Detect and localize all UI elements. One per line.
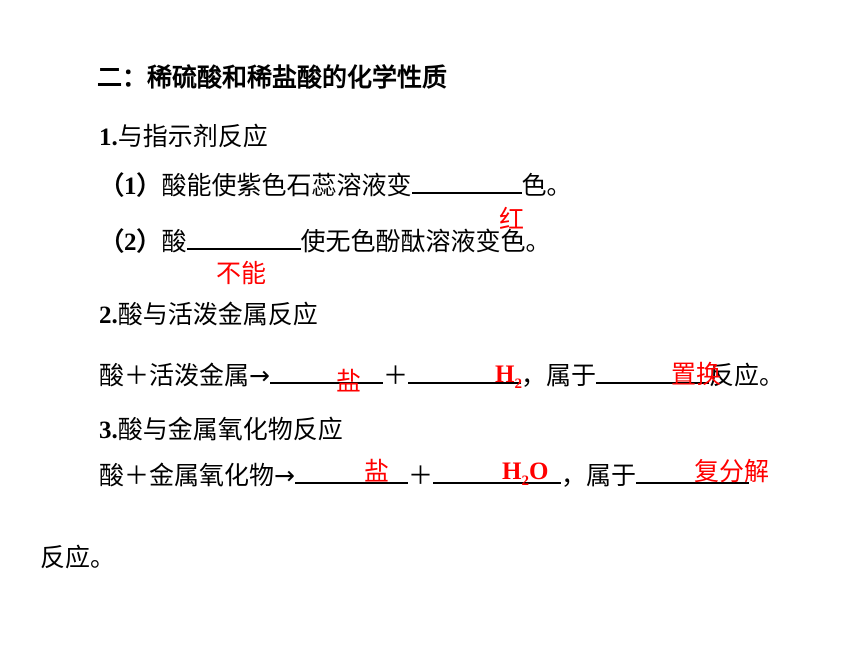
section-heading: 二：稀硫酸和稀盐酸的化学性质 [97, 63, 448, 92]
item1-text-before: 酸能使紫色石蕊溶液变 [161, 171, 412, 200]
section2-type-blank[interactable] [595, 356, 709, 384]
item1-blank[interactable] [411, 166, 522, 194]
section2-title-text: 酸与活泼金属反应 [117, 300, 318, 329]
section1-item1: （1）酸能使紫色石蕊溶液变 色。 [99, 166, 572, 200]
water-subscript: 2 [521, 473, 529, 489]
section3-equation: 酸＋金属氧化物→ ＋ ，属于 [99, 456, 749, 490]
item2-text-before: 酸 [161, 227, 187, 256]
item2-text-after: 使无色酚酞溶液变色。 [300, 227, 551, 256]
section2-answer-type: 置换 [671, 360, 722, 389]
section3-answer-product: 盐 [364, 457, 390, 486]
section3-water-blank[interactable] [432, 456, 561, 484]
section1-title-text: 与指示剂反应 [117, 122, 268, 151]
section1-number: 1. [99, 124, 118, 151]
section1-item2: （2）酸 使无色酚酞溶液变色。 [99, 222, 551, 256]
item2-number: （2） [99, 229, 162, 256]
section3-answer-type: 复分解 [694, 457, 770, 486]
section2-belongs: ，属于 [520, 361, 596, 390]
gas-subscript: 2 [514, 376, 522, 392]
section2-answer-product: 盐 [336, 367, 362, 396]
item2-answer: 不能 [216, 259, 267, 288]
section3-title-text: 酸与金属氧化物反应 [117, 415, 343, 444]
section3-number: 3. [99, 417, 118, 444]
section3-type-blank[interactable] [635, 456, 749, 484]
section2-plus: ＋ [382, 361, 408, 390]
item1-number: （1） [99, 173, 162, 200]
section2-product-blank[interactable] [269, 356, 383, 384]
section3-reaction-tail: 反应。 [40, 543, 116, 572]
item2-blank[interactable] [186, 222, 301, 250]
water-h-symbol: H [502, 458, 522, 485]
section1-title: 1.与指示剂反应 [99, 121, 268, 153]
section3-belongs: ，属于 [560, 461, 636, 490]
water-o-symbol: O [528, 458, 549, 485]
section2-number: 2. [99, 302, 118, 329]
section3-product-blank[interactable] [294, 456, 408, 484]
section3-eq-lhs: 酸＋金属氧化物→ [99, 461, 295, 490]
item1-text-after: 色。 [521, 171, 572, 200]
section2-gas-blank[interactable] [407, 356, 521, 384]
section3-answer-water: H2O [502, 457, 549, 489]
item1-answer: 红 [499, 205, 525, 234]
gas-symbol: H [495, 361, 515, 388]
section2-answer-gas: H2 [495, 360, 522, 392]
section3-plus: ＋ [407, 461, 433, 490]
section2-title: 2.酸与活泼金属反应 [99, 299, 318, 331]
section2-equation: 酸＋活泼金属→ ＋ ，属于 反应。 [99, 356, 784, 390]
section2-eq-lhs: 酸＋活泼金属→ [99, 361, 270, 390]
section3-title: 3.酸与金属氧化物反应 [99, 414, 343, 446]
section2-reaction: 反应。 [708, 361, 784, 390]
